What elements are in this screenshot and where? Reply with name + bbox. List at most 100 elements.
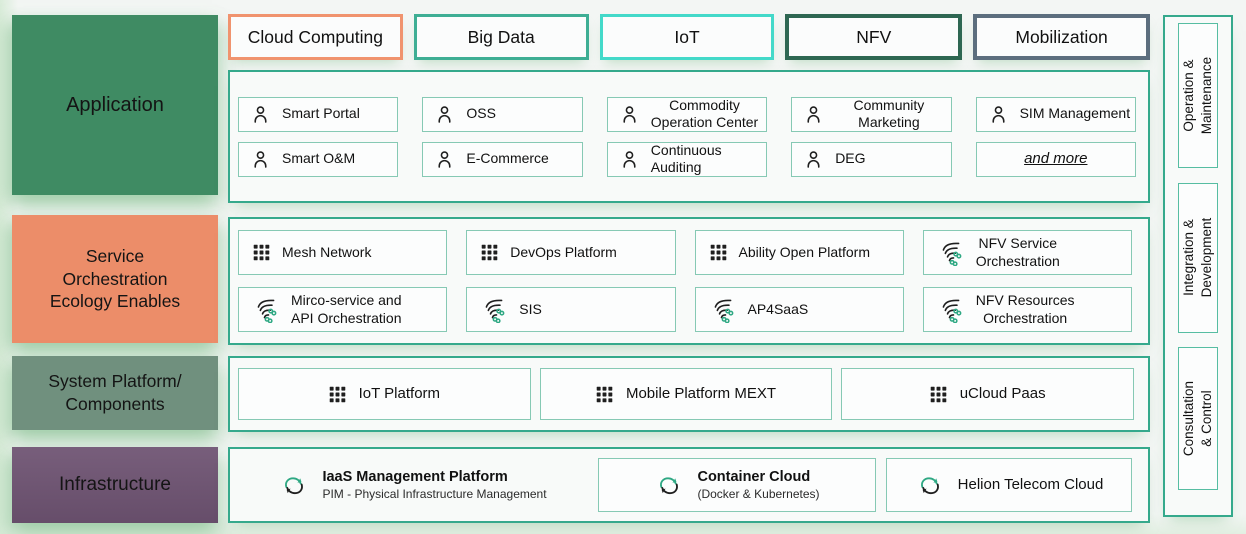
dots-grid-icon (710, 244, 726, 261)
orchestration-wave-icon (485, 299, 505, 323)
item-label: IoT Platform (358, 384, 441, 402)
service-item-sis: SIS (466, 287, 676, 332)
person-icon (992, 105, 1005, 123)
item-label: uCloud Paas (959, 384, 1046, 402)
system-item-mobile-platform-mext: Mobile Platform MEXT (539, 368, 833, 420)
person-icon (254, 105, 267, 123)
item-label: Commodity Operation Center (650, 96, 759, 131)
item-label: Ability Open Platform (738, 243, 871, 260)
infra-item-helion-telecom-cloud: Helion Telecom Cloud (886, 458, 1132, 512)
item-subtitle: (Docker & Kubernetes) (697, 487, 820, 502)
item-label: SIS (519, 300, 542, 317)
item-label: DEG (835, 150, 866, 167)
category-label: Cloud Computing (247, 26, 383, 47)
cloud-sync-icon (660, 476, 679, 494)
sidebar-item-operation-maintenance: Operation & Maintenance (1178, 23, 1218, 168)
item-label: NFV Service Orchestration (975, 235, 1060, 269)
category-big-data: Big Data (413, 14, 589, 60)
app-item-community-marketing: Community Marketing (791, 96, 952, 132)
app-item-continuous-auditing: Continuous Auditing (606, 141, 768, 177)
sidebar-item-label: Operation & Maintenance (1181, 56, 1214, 135)
dots-grid-icon (329, 386, 345, 402)
cloud-sync-icon (920, 476, 939, 494)
item-label: DevOps Platform (510, 243, 617, 260)
item-label: E-Commerce (466, 150, 549, 167)
dots-grid-icon (481, 244, 498, 261)
system-platform-container: IoT Platform Mobile Platform MEXT uCloud… (228, 356, 1150, 432)
person-icon (438, 150, 451, 168)
category-iot: IoT (599, 14, 775, 60)
layer-label-system-platform: System Platform/ Components (12, 356, 218, 430)
cloud-sync-icon (285, 476, 304, 494)
item-label: AP4SaaS (747, 300, 809, 317)
item-label: Smart O&M (282, 150, 356, 167)
app-item-e-commerce: E-Commerce (422, 141, 583, 177)
item-label: Continuous Auditing (650, 141, 722, 176)
service-item-ap4saas: AP4SaaS (694, 287, 904, 332)
category-label: Mobilization (1015, 26, 1108, 47)
item-label: Smart Portal (282, 105, 360, 122)
service-orchestration-container: Mesh Network DevOps Platform Ability Ope… (228, 217, 1150, 345)
category-cloud-computing: Cloud Computing (228, 14, 403, 60)
sidebar-item-label: Consultation & Control (1181, 380, 1214, 457)
orchestration-wave-icon (942, 242, 962, 266)
item-text: Container Cloud (Docker & Kubernetes) (697, 468, 819, 502)
category-label: NFV (856, 26, 892, 47)
category-mobilization: Mobilization (973, 14, 1150, 60)
app-item-smart-portal: Smart Portal (238, 96, 399, 132)
person-icon (623, 150, 636, 168)
sidebar-item-consultation-control: Consultation & Control (1178, 347, 1218, 490)
sidebar-item-integration-development: Integration & Development (1178, 183, 1218, 333)
layer-label-infrastructure: Infrastructure (12, 447, 218, 523)
item-title: IaaS Management Platform (322, 468, 508, 485)
item-label: Mesh Network (282, 243, 372, 260)
dots-grid-icon (253, 244, 270, 261)
layer-label-application: Application (12, 15, 218, 195)
category-label: IoT (674, 26, 700, 47)
item-label: Mirco-service and API Orchestration (291, 292, 402, 326)
item-label: Mobile Platform MEXT (625, 384, 777, 402)
infra-item-container-cloud: Container Cloud (Docker & Kubernetes) (598, 458, 876, 512)
service-item-nfv-service-orchestration: NFV Service Orchestration (922, 230, 1132, 275)
orchestration-wave-icon (257, 299, 277, 323)
dots-grid-icon (596, 386, 613, 402)
app-item-commodity-operation-center: Commodity Operation Center (606, 96, 768, 132)
category-label: Big Data (467, 26, 535, 47)
app-item-deg: DEG (791, 141, 952, 177)
service-item-nfv-resources-orchestration: NFV Resources Orchestration (922, 287, 1132, 332)
service-item-mesh-network: Mesh Network (238, 230, 448, 275)
orchestration-wave-icon (714, 299, 733, 323)
app-item-and-more: and more (975, 141, 1136, 177)
system-item-ucloud-paas: uCloud Paas (841, 368, 1134, 420)
app-item-sim-management: SIM Management (975, 96, 1136, 132)
person-icon (807, 150, 820, 168)
dots-grid-icon (930, 386, 946, 402)
application-container: Smart Portal OSS Commodity Operation Cen… (228, 70, 1150, 203)
system-item-iot-platform: IoT Platform (238, 368, 531, 420)
layer-label-service-orchestration: Service Orchestration Ecology Enables (12, 215, 218, 343)
item-subtitle: PIM - Physical Infrastructure Management (322, 487, 547, 502)
item-label: NFV Resources Orchestration (975, 292, 1075, 326)
person-icon (254, 150, 267, 168)
app-item-smart-oandm: Smart O&M (238, 141, 399, 177)
item-label: and more (1024, 149, 1088, 167)
sidebar-item-label: Integration & Development (1181, 218, 1215, 298)
right-sidebar: Operation & Maintenance Integration & De… (1163, 15, 1233, 517)
service-item-mirco-service-api-orchestration: Mirco-service and API Orchestration (238, 287, 448, 332)
service-item-devops-platform: DevOps Platform (466, 230, 676, 275)
category-nfv: NFV (785, 14, 963, 60)
service-item-ability-open-platform: Ability Open Platform (694, 230, 904, 275)
person-icon (438, 105, 451, 123)
app-item-oss: OSS (422, 96, 583, 132)
item-title: Helion Telecom Cloud (957, 475, 1104, 493)
person-icon (807, 105, 820, 123)
item-title: Container Cloud (697, 468, 811, 485)
person-icon (623, 105, 636, 123)
item-label: Community Marketing (853, 96, 925, 131)
item-label: SIM Management (1019, 105, 1131, 122)
item-label: OSS (466, 105, 496, 122)
category-row: Cloud Computing Big Data IoT NFV Mobiliz… (228, 14, 1150, 60)
